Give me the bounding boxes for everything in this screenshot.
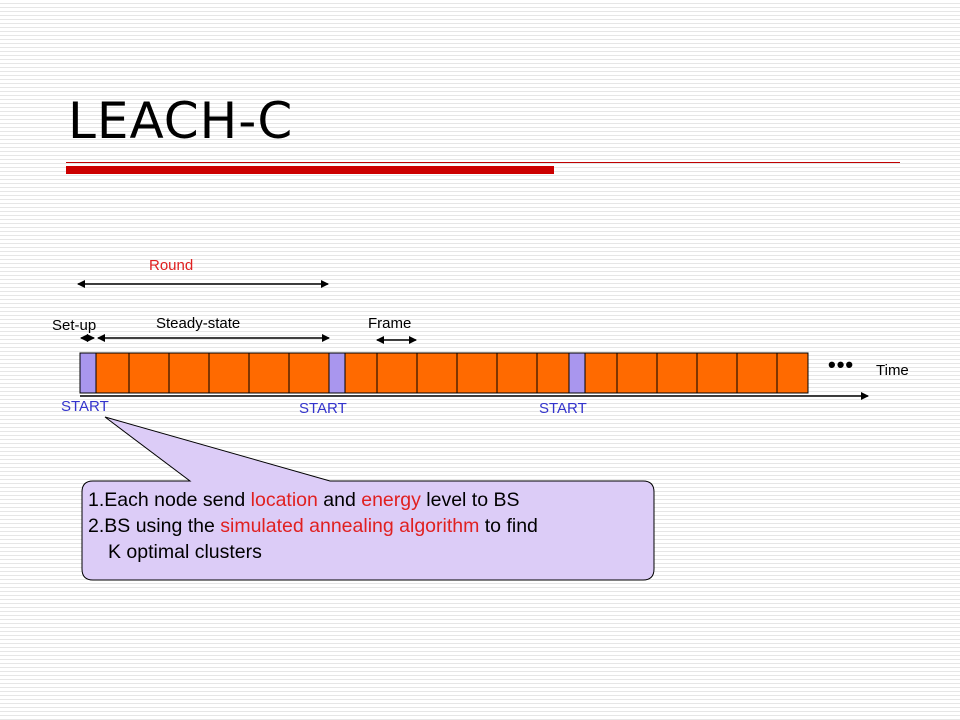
callout-item-2-cont: K optimal clusters <box>108 541 262 563</box>
frame-block <box>616 352 658 394</box>
title-rule-thin <box>66 162 900 163</box>
frame-block <box>536 352 570 394</box>
setup-block <box>328 352 346 394</box>
start-label-3: START <box>539 400 587 417</box>
steady-state-label: Steady-state <box>156 315 241 332</box>
frame-block <box>416 352 458 394</box>
frame-block <box>344 352 378 394</box>
callout-box <box>81 416 655 581</box>
frame-block <box>288 352 330 394</box>
frame-block <box>376 352 418 394</box>
time-label: Time <box>876 362 909 379</box>
frame-block <box>248 352 290 394</box>
frame-block <box>656 352 698 394</box>
start-label-1: START <box>61 398 109 415</box>
callout-item-2: 2.BS using the simulated annealing algor… <box>88 515 538 537</box>
callout-text: 1.Each node send location and energy lev… <box>88 487 654 565</box>
slide-title: LEACH-C <box>68 92 294 150</box>
frame-label: Frame <box>368 315 412 332</box>
frame-block <box>95 352 130 394</box>
frame-block <box>496 352 538 394</box>
setup-block <box>568 352 586 394</box>
setup-label: Set-up <box>52 317 97 334</box>
title-rule-thick <box>66 166 554 174</box>
frame-block <box>168 352 210 394</box>
ellipsis: ••• <box>828 352 855 377</box>
callout-item-1: 1.Each node send location and energy lev… <box>88 489 520 511</box>
frame-block <box>208 352 250 394</box>
frame-block <box>696 352 738 394</box>
setup-block <box>79 352 97 394</box>
frame-block <box>128 352 170 394</box>
frame-block <box>776 352 809 394</box>
frame-block <box>456 352 498 394</box>
frame-block <box>584 352 618 394</box>
timeline-blocks <box>79 352 809 394</box>
round-label: Round <box>149 257 194 274</box>
frame-block <box>736 352 778 394</box>
start-label-2: START <box>299 400 347 417</box>
